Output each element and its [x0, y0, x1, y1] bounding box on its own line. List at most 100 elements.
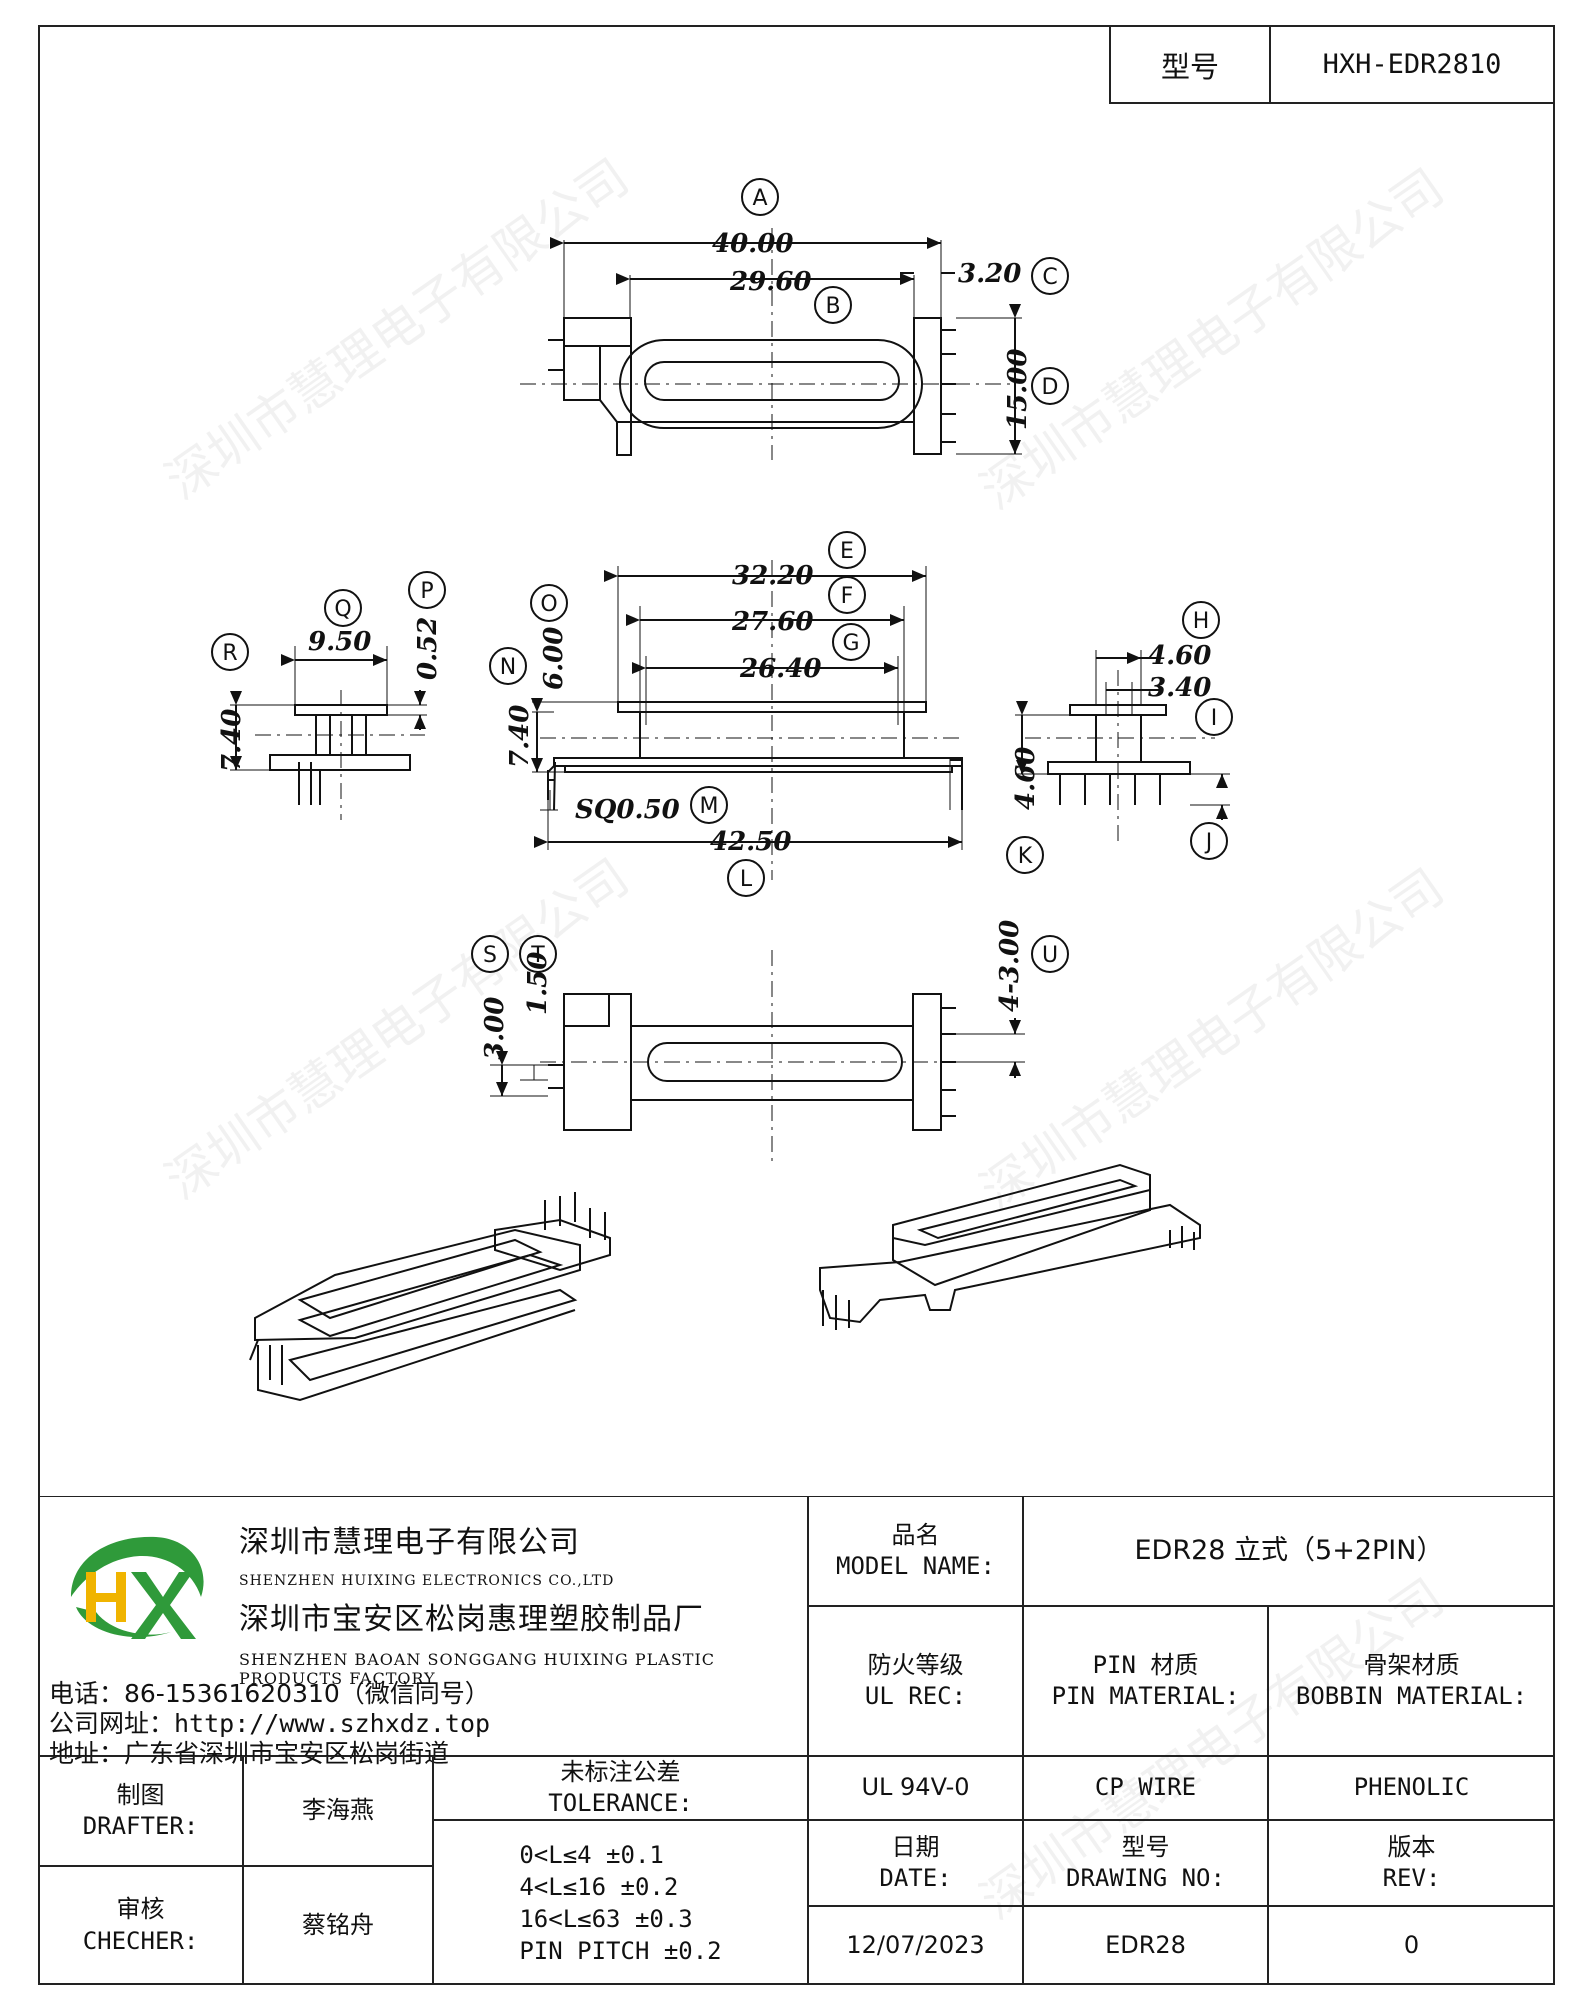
label-circles [211, 178, 1233, 973]
drafter-label: 制图 DRAFTER: [38, 1756, 243, 1866]
dim-4-60-top: 4.60 [1148, 641, 1211, 671]
fire-en: UL REC: [864, 1682, 967, 1710]
right-side-view [1015, 650, 1230, 845]
factory-name-cn: 深圳市宝安区松岗惠理塑胶制品厂 [239, 1602, 704, 1637]
label-I: I [1211, 706, 1218, 731]
tol-cn: 未标注公差 [560, 1757, 681, 1786]
model-number-box: 型号 HXH-EDR2810 [1109, 27, 1553, 104]
bottom-view [490, 950, 1025, 1165]
checker-cn: 审核 [116, 1895, 165, 1924]
label-U: U [1042, 943, 1058, 968]
dim-15: 15.00 [1003, 349, 1033, 430]
tolerance-label: 未标注公差 TOLERANCE: [433, 1756, 808, 1820]
dim-42-50: 42.50 [710, 827, 791, 857]
label-D: D [1042, 375, 1059, 400]
dim-3-00: 3.00 [480, 997, 510, 1060]
pin-cn: PIN 材质 [1092, 1650, 1199, 1679]
drafter-en: DRAFTER: [82, 1812, 199, 1840]
fire-cn: 防火等级 [867, 1650, 964, 1679]
tol-line: PIN PITCH ±0.2 [519, 1936, 722, 1965]
label-N: N [500, 655, 516, 680]
fire-rating-label: 防火等级 UL REC: [808, 1606, 1023, 1756]
phone: 电话：86-15361620310（微信同号） [49, 1679, 490, 1708]
top-view [520, 228, 1022, 460]
label-R: R [222, 641, 237, 666]
drawing-en: DRAWING NO: [1066, 1864, 1225, 1892]
drawing-no-label: 型号 DRAWING NO: [1023, 1820, 1268, 1906]
dim-3-20: 3.20 [958, 259, 1021, 289]
dim-6: 6.00 [539, 627, 569, 690]
model-value: HXH-EDR2810 [1322, 49, 1502, 80]
label-Q: Q [334, 597, 351, 622]
label-B: B [825, 294, 840, 319]
dim-1-50: 1.50 [523, 952, 553, 1015]
company-name-en: SHENZHEN HUIXING ELECTRONICS CO.,LTD [239, 1573, 615, 1589]
bobbin-material-label: 骨架材质 BOBBIN MATERIAL: [1268, 1606, 1555, 1756]
date-label: 日期 DATE: [808, 1820, 1023, 1906]
bobbin-en: BOBBIN MATERIAL: [1295, 1682, 1528, 1710]
dim-40: 40.00 [712, 229, 793, 259]
pin-value: CP WIRE [1023, 1756, 1268, 1820]
rev-value: 0 [1268, 1906, 1555, 1985]
label-F: F [841, 584, 854, 609]
label-L: L [740, 867, 753, 892]
checker-en: CHECHER: [82, 1926, 199, 1955]
date-en: DATE: [879, 1864, 952, 1892]
dim-7-40-front: 7.40 [505, 705, 535, 768]
label-M: M [700, 794, 719, 819]
bobbin-value: PHENOLIC [1268, 1756, 1555, 1820]
tol-line: 0<L≤4 ±0.1 [519, 1840, 664, 1869]
factory-name-en: SHENZHEN BAOAN SONGGANG HUIXING PLASTIC … [239, 1650, 716, 1688]
rev-en: REV: [1382, 1864, 1441, 1892]
left-side-view [230, 646, 427, 820]
website: 公司网址：http://www.szhxdz.top [49, 1709, 491, 1738]
model-name-cn: 品名 [891, 1520, 940, 1549]
drawing-no-value: EDR28 [1023, 1906, 1268, 1985]
dim-27-60: 27.60 [731, 607, 813, 637]
front-view [531, 560, 963, 880]
label-S: S [483, 943, 497, 968]
dim-4-60-side: 4.60 [1011, 747, 1041, 810]
tol-en: TOLERANCE: [548, 1789, 693, 1817]
tol-line: 16<L≤63 ±0.3 [519, 1904, 693, 1933]
label-K: K [1018, 844, 1033, 869]
checker-label: 审核 CHECHER: [38, 1866, 243, 1985]
dim-sq: SQ0.50 [575, 795, 680, 825]
label-O: O [540, 592, 557, 617]
dim-29-60: 29.60 [729, 267, 811, 297]
checker-name: 蔡铭舟 [243, 1866, 433, 1985]
date-value: 12/07/2023 [808, 1906, 1023, 1985]
model-name-en: MODEL NAME: [836, 1552, 995, 1580]
model-name-label: 品名 MODEL NAME: [808, 1496, 1023, 1606]
pin-en: PIN MATERIAL: [1051, 1682, 1240, 1710]
company-info: 深圳市慧理电子有限公司 SHENZHEN HUIXING ELECTRONICS… [38, 1496, 808, 1768]
rev-label: 版本 REV: [1268, 1820, 1555, 1906]
dim-26-40: 26.40 [739, 654, 821, 684]
drafter-name: 李海燕 [243, 1756, 433, 1866]
dim-4-3-00: 4-3.00 [995, 920, 1025, 1012]
tolerance-values: 0<L≤4 ±0.1 4<L≤16 ±0.2 16<L≤63 ±0.3 PIN … [433, 1820, 808, 1985]
technical-drawing: A B C D E F G H I J K L M N O P Q R S T … [211, 178, 1233, 1402]
company-name-cn: 深圳市慧理电子有限公司 [239, 1525, 580, 1560]
address: 地址：广东省深圳市宝安区松岗街道 [49, 1739, 450, 1768]
date-cn: 日期 [891, 1832, 940, 1861]
title-block: 深圳市慧理电子有限公司 SHENZHEN HUIXING ELECTRONICS… [38, 1496, 1555, 1985]
company-logo-icon [71, 1536, 204, 1639]
label-A: A [752, 186, 767, 211]
dim-0-52: 0.52 [413, 617, 443, 680]
drawing-cn: 型号 [1121, 1832, 1170, 1861]
label-G: G [842, 631, 859, 656]
label-E: E [840, 539, 854, 564]
label-J: J [1204, 830, 1213, 855]
isometric-view-left [249, 1192, 611, 1402]
label-T: T [530, 943, 545, 968]
drafter-cn: 制图 [116, 1780, 165, 1809]
bobbin-cn: 骨架材质 [1363, 1650, 1460, 1679]
model-name-value: EDR28 立式（5+2PIN） [1023, 1496, 1555, 1606]
dim-32-20: 32.20 [732, 561, 813, 591]
tol-line: 4<L≤16 ±0.2 [519, 1872, 679, 1901]
dimension-values: 40.00 29.60 3.20 15.00 32.20 27.60 26.40… [217, 229, 1211, 1060]
rev-cn: 版本 [1387, 1832, 1436, 1861]
fire-value: UL 94V-0 [808, 1756, 1023, 1820]
label-H: H [1193, 609, 1210, 634]
